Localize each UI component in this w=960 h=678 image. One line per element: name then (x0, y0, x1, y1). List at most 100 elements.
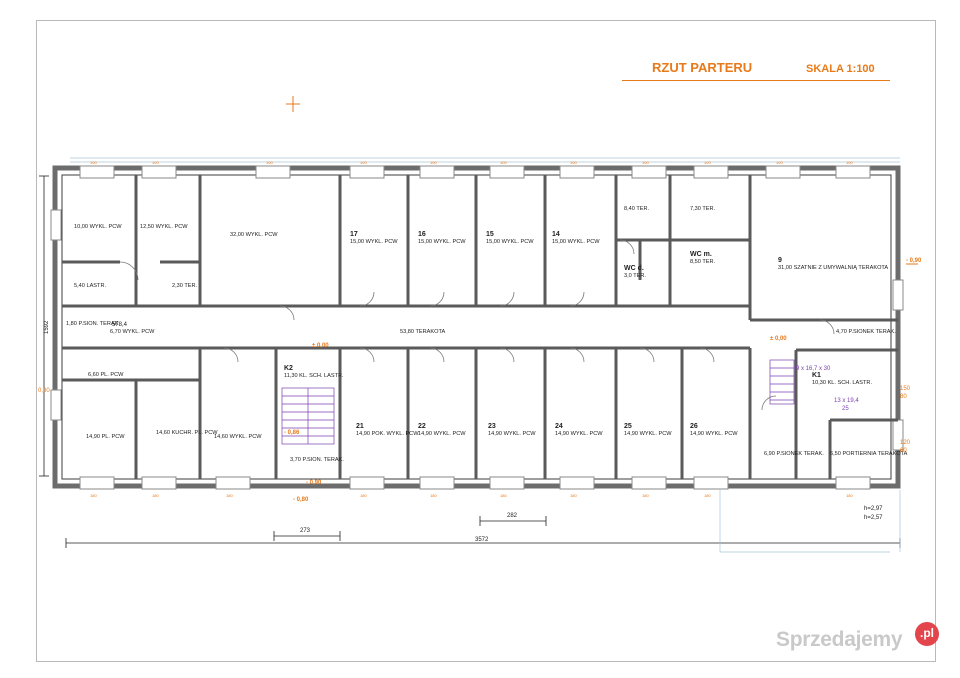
window-dim-bottom: 180 (430, 493, 437, 498)
site-lines (70, 157, 901, 553)
window-dim-top: 100 (430, 160, 437, 165)
watermark-badge: .pl (915, 622, 939, 646)
dim-right-60: 60 (900, 448, 907, 454)
room-floor: WYKL. PCW (434, 431, 467, 437)
window-dim-top: 100 (360, 160, 367, 165)
room-number: 22 (418, 423, 426, 430)
window-dim-bottom: 180 (90, 493, 97, 498)
bottom-windows (79, 476, 871, 490)
title-underline (622, 80, 890, 81)
room-number: 9 (778, 257, 782, 264)
room-area: 3,70 (290, 457, 302, 463)
dim-h-note-1: h=2,97 (864, 506, 883, 512)
room-number: K2 (284, 365, 293, 372)
room-area: 14,60 (156, 430, 172, 436)
dim-right-120: 120 (900, 440, 911, 446)
room-number: K1 (812, 372, 821, 379)
room-floor: TER. (702, 206, 715, 212)
room-floor: KUCHR. PL. PCW (172, 430, 219, 436)
dimension-texts: 3572 273 282 578,4 0,80 9 x 16,7 x 30 13… (38, 322, 911, 543)
dim-h-note-2: h=2,57 (864, 515, 883, 521)
room-floor: WYKL. PCW (640, 431, 673, 437)
room-floor: KL. SCH. LASTR. (828, 380, 873, 386)
dim-stair-k1c: 25 (842, 406, 849, 412)
room-area: 6,50 (830, 451, 842, 457)
dimension-height-label: 1592 (44, 320, 50, 334)
level-markers (286, 96, 918, 265)
room-area: 31,00 (778, 265, 794, 271)
room-floor: PL. PCW (100, 372, 124, 378)
room-number: 25 (624, 423, 632, 430)
room-number: 17 (350, 231, 358, 238)
room-label-r-ter2: 7,30 TER. (690, 206, 716, 212)
window-dim-top: 100 (642, 160, 649, 165)
room-floor: SZATNIE Z UMYWALNIĄ TERAKOTA (794, 265, 889, 271)
drawing-sheet-border (36, 20, 936, 662)
room-label-r-psion4: 6,90 P.SIONEK TERAK. (764, 451, 824, 457)
room-floor: WYKL. PCW (568, 239, 601, 245)
level-stair-k2: - 0,86 (284, 430, 300, 436)
room-floor: TER. (702, 259, 715, 265)
window-dim-top: 100 (152, 160, 159, 165)
room-floor: WYKL. PCW (122, 329, 155, 335)
window-dim-top: 100 (776, 160, 783, 165)
room-label-r-a5: 32,00 WYKL. PCW (230, 232, 278, 238)
dim-right-150: 150 (900, 386, 911, 392)
room-area: 15,00 (552, 239, 568, 245)
room-area: 5,40 (74, 283, 86, 289)
interior-walls (62, 175, 898, 479)
room-area: 14,90 (488, 431, 504, 437)
room-floor: WYKL. PCW (90, 224, 123, 230)
room-area: 15,00 (486, 239, 502, 245)
room-area: 1,80 (66, 321, 78, 327)
room-floor: PL. PCW (102, 434, 126, 440)
room-label-r-a1: 10,00 WYKL. PCW (74, 224, 122, 230)
room-floor: WYKL. PCW (246, 232, 279, 238)
room-number: 16 (418, 231, 426, 238)
room-label-r-psion1: 1,80 P.SION. TERAK. (66, 321, 120, 327)
room-floor: PORTIERNIA TERAKOTA (842, 451, 907, 457)
room-label-r-b3: 14,60 WYKL. PCW (214, 434, 262, 440)
room-label-r-b1: 6,60 PL. PCW (88, 372, 124, 378)
window-dim-bottom: 180 (846, 493, 853, 498)
room-floor: P.SIONEK TERAK. (776, 451, 824, 457)
dim-height-left: 1592 (44, 320, 50, 334)
room-area: 6,90 (764, 451, 776, 457)
level-corridor: ± 0,00 (312, 343, 329, 349)
window-dim-top: 100 (500, 160, 507, 165)
room-floor: P.SION. TERAK. (302, 457, 344, 463)
room-label-r-corr1: 6,70 WYKL. PCW (110, 329, 155, 335)
room-area: 15,00 (418, 239, 434, 245)
room-floor: WYKL. PCW (434, 239, 467, 245)
level-right-outside: - 0,90 (906, 258, 922, 264)
level-texts: ± 0,00 - 0,86 - 0,80 ± 0,00 - 0,90 - 0,9… (284, 258, 922, 503)
room-number: 23 (488, 423, 496, 430)
room-area: 53,80 (400, 329, 415, 335)
room-floor: TER. (184, 283, 197, 289)
level-entrance-k2: - 0,80 (293, 497, 309, 503)
room-label-r-a2: 12,50 WYKL. PCW (140, 224, 188, 230)
room-number: 15 (486, 231, 494, 238)
room-label-r-corr2: 53,80 TERAKOTA (400, 329, 445, 335)
dim-right-80: 80 (900, 394, 907, 400)
room-area: 11,30 (284, 373, 299, 379)
room-label-r-kuch: 14,60 KUCHR. PL. PCW (156, 430, 218, 436)
dim-stair-k1b: 13 x 19,4 (834, 398, 859, 404)
window-dim-top: 100 (570, 160, 577, 165)
window-dim-top: 100 (704, 160, 711, 165)
room-label-r-wcm: WC m.8,50 TER. (690, 251, 716, 265)
window-dim-bottom: 180 (226, 493, 233, 498)
room-floor: WYKL. PCW (504, 431, 537, 437)
room-area: 6,70 (110, 329, 122, 335)
window-dim-bottom: 180 (152, 493, 159, 498)
room-area: 6,60 (88, 372, 100, 378)
dim-overall: 3572 (475, 537, 489, 543)
room-floor: LASTR. (86, 283, 106, 289)
